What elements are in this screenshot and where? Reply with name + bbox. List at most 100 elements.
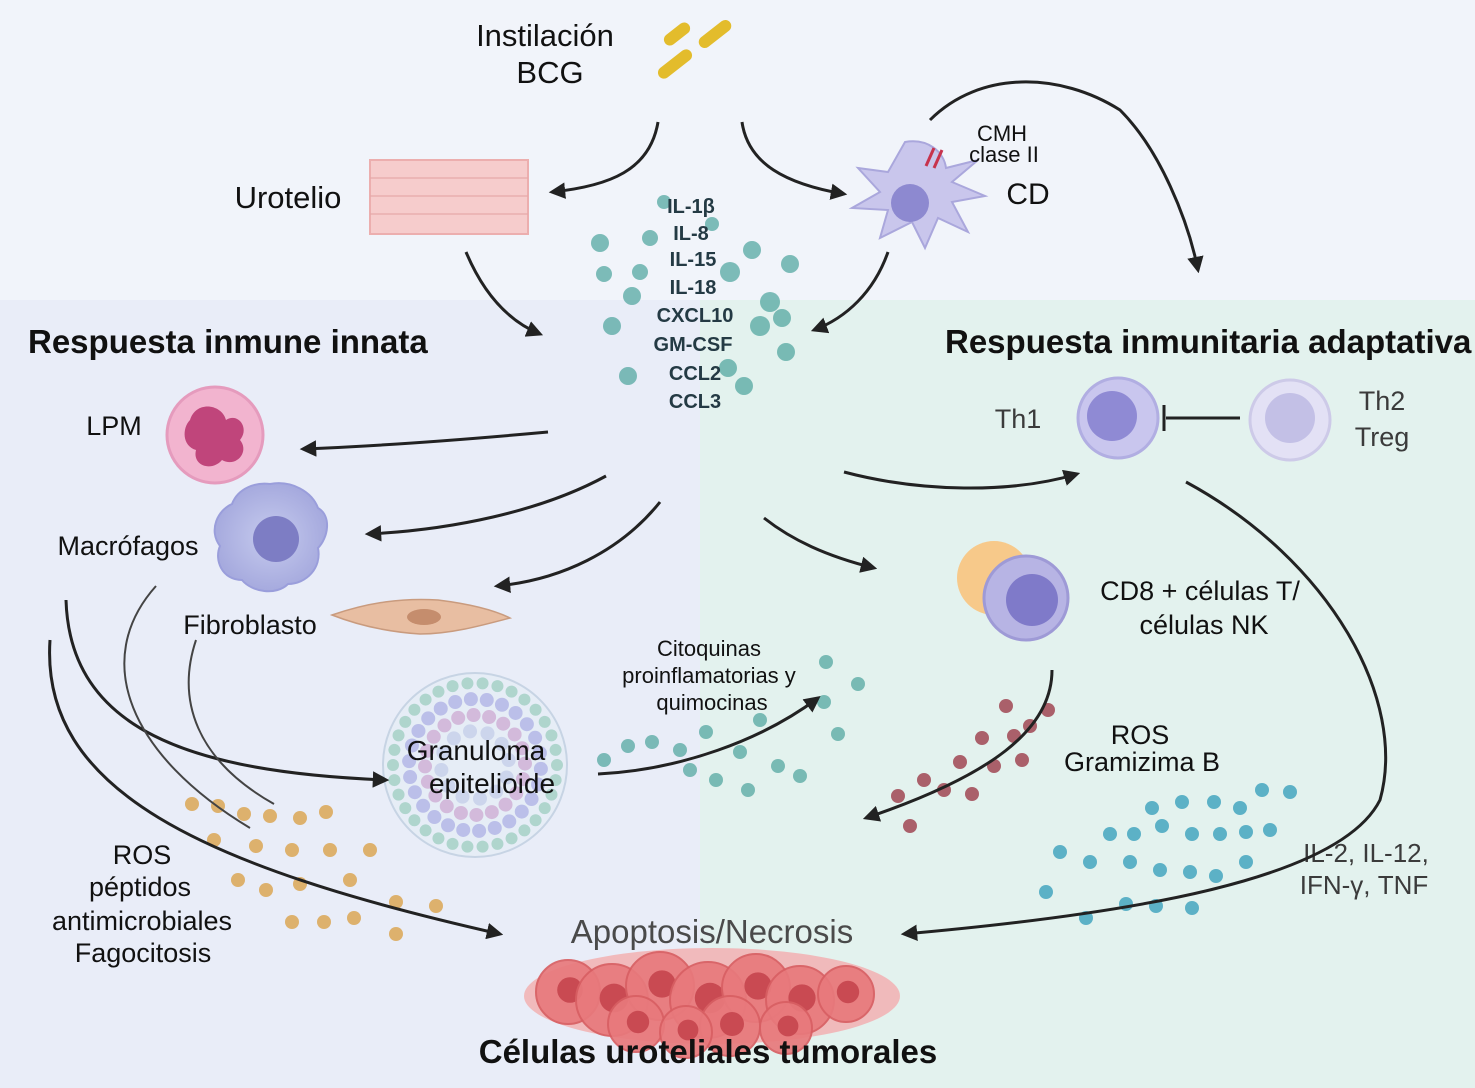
il-dot bbox=[1239, 825, 1253, 839]
granuloma-cell bbox=[466, 708, 481, 723]
il-dot bbox=[1153, 863, 1167, 877]
granzyme-dot bbox=[953, 755, 967, 769]
granuloma-cell bbox=[399, 802, 412, 815]
granuloma-cell bbox=[441, 818, 456, 833]
cytokine-ccl2: CCL2 bbox=[669, 363, 721, 385]
il-dot bbox=[1207, 795, 1221, 809]
granuloma-cell bbox=[463, 724, 478, 739]
granuloma-cell bbox=[421, 711, 436, 726]
granuloma-cell bbox=[411, 723, 426, 738]
granuloma-cell bbox=[446, 680, 459, 693]
cytokine-dot bbox=[743, 241, 761, 259]
top-background bbox=[0, 0, 1475, 310]
granuloma-cell bbox=[476, 677, 489, 690]
il-label-2: IFN-γ, TNF bbox=[1300, 870, 1429, 900]
granuloma-cell bbox=[482, 710, 497, 725]
granuloma-cell bbox=[407, 785, 422, 800]
citoquinas-label-2: proinflamatorias y bbox=[622, 663, 796, 688]
cytokine-dot bbox=[632, 264, 648, 280]
proinflammatory-dot bbox=[819, 655, 833, 669]
apoptosis-label: Apoptosis/Necrosis bbox=[571, 913, 853, 950]
bcg-bacteria-icon bbox=[657, 19, 732, 79]
granuloma-cell bbox=[455, 789, 470, 804]
granzyme-dot bbox=[975, 731, 989, 745]
urothelium-icon bbox=[369, 159, 529, 235]
granuloma-cell bbox=[519, 717, 534, 732]
th2-label: Th2 bbox=[1359, 386, 1406, 416]
granuloma-cell bbox=[426, 729, 441, 744]
granuloma-label-2: epitelioide bbox=[429, 768, 555, 799]
granuloma-cell bbox=[456, 822, 471, 837]
granzyme-dot bbox=[999, 699, 1013, 713]
tumor-cells-icon bbox=[524, 948, 900, 1059]
cytokine-dot bbox=[591, 234, 609, 252]
granuloma-cell bbox=[419, 693, 432, 706]
il-label-1: IL-2, IL-12, bbox=[1303, 838, 1429, 868]
ros-label: ROS bbox=[1111, 720, 1170, 750]
granuloma-cell bbox=[494, 736, 509, 751]
granuloma-cell bbox=[515, 772, 530, 787]
macrophage-icon bbox=[213, 482, 328, 593]
granuloma-cell bbox=[420, 774, 435, 789]
granuloma-cell bbox=[441, 779, 456, 794]
granuloma-cell bbox=[472, 823, 487, 838]
cytokine-dot bbox=[760, 292, 780, 312]
arrow-bcg-to-urothelium bbox=[548, 121, 660, 199]
cmh-label-2: clase II bbox=[969, 142, 1039, 167]
granuloma-cell bbox=[392, 729, 405, 742]
ros-innate-label-2: péptidos bbox=[89, 872, 191, 902]
arrow-innate-to-tumor bbox=[48, 639, 504, 940]
arrow-cd8-to-tumor bbox=[862, 669, 1054, 822]
granuloma-cell bbox=[529, 814, 542, 827]
arrow-bcg-to-dc bbox=[740, 121, 848, 200]
proinflammatory-dot bbox=[753, 713, 767, 727]
granuloma-cell bbox=[432, 832, 445, 845]
granuloma-cell bbox=[479, 693, 494, 708]
tumor-cell-nucleus bbox=[777, 1015, 799, 1037]
macrofagos-label: Macrófagos bbox=[57, 531, 198, 561]
ros-dot bbox=[323, 843, 337, 857]
cytokine-dot bbox=[619, 367, 637, 385]
granuloma-cell bbox=[529, 703, 542, 716]
proinflammatory-dot bbox=[673, 743, 687, 757]
granuloma-cell bbox=[403, 770, 418, 785]
granuloma-cell bbox=[487, 820, 502, 835]
gramizima-label: Gramizima B bbox=[1064, 747, 1220, 777]
cmh-label-1: CMH bbox=[977, 121, 1027, 146]
il-dot bbox=[1103, 827, 1117, 841]
granuloma-cell bbox=[446, 731, 461, 746]
granuloma-cell bbox=[509, 786, 524, 801]
granuloma-cell bbox=[469, 807, 484, 822]
cd8-nk-cell-icon bbox=[957, 541, 1070, 642]
proinflammatory-dot bbox=[699, 725, 713, 739]
granzyme-dot bbox=[917, 773, 931, 787]
cytokine-cxcl10: CXCL10 bbox=[657, 305, 734, 327]
granuloma-cell bbox=[538, 715, 551, 728]
granzyme-dot bbox=[1015, 753, 1029, 767]
il-dot bbox=[1175, 795, 1189, 809]
cytokine-dot bbox=[596, 266, 612, 282]
cytokine-dot bbox=[642, 230, 658, 246]
proinflammatory-dot bbox=[645, 735, 659, 749]
ros-dot bbox=[185, 797, 199, 811]
granuloma-cell bbox=[502, 814, 517, 829]
granuloma-cell bbox=[451, 710, 466, 725]
cytokine-ccl3: CCL3 bbox=[669, 391, 721, 413]
granuloma-cell bbox=[402, 754, 417, 769]
cd8-label-1: CD8 + células T/ bbox=[1100, 576, 1300, 606]
il-dot bbox=[1183, 865, 1197, 879]
granuloma-cell bbox=[446, 837, 459, 850]
cytokine-dot bbox=[719, 359, 737, 377]
granuloma-cell bbox=[524, 792, 539, 807]
granuloma-cell bbox=[494, 697, 509, 712]
ros-dot bbox=[249, 839, 263, 853]
il-dot bbox=[1263, 823, 1277, 837]
il-dot bbox=[1185, 901, 1199, 915]
granuloma-cell bbox=[498, 797, 513, 812]
granuloma-cell bbox=[533, 761, 548, 776]
ros-innate-label-3: antimicrobiales bbox=[52, 906, 232, 936]
granzyme-dot bbox=[891, 789, 905, 803]
ros-dot bbox=[319, 805, 333, 819]
ros-dot bbox=[343, 873, 357, 887]
